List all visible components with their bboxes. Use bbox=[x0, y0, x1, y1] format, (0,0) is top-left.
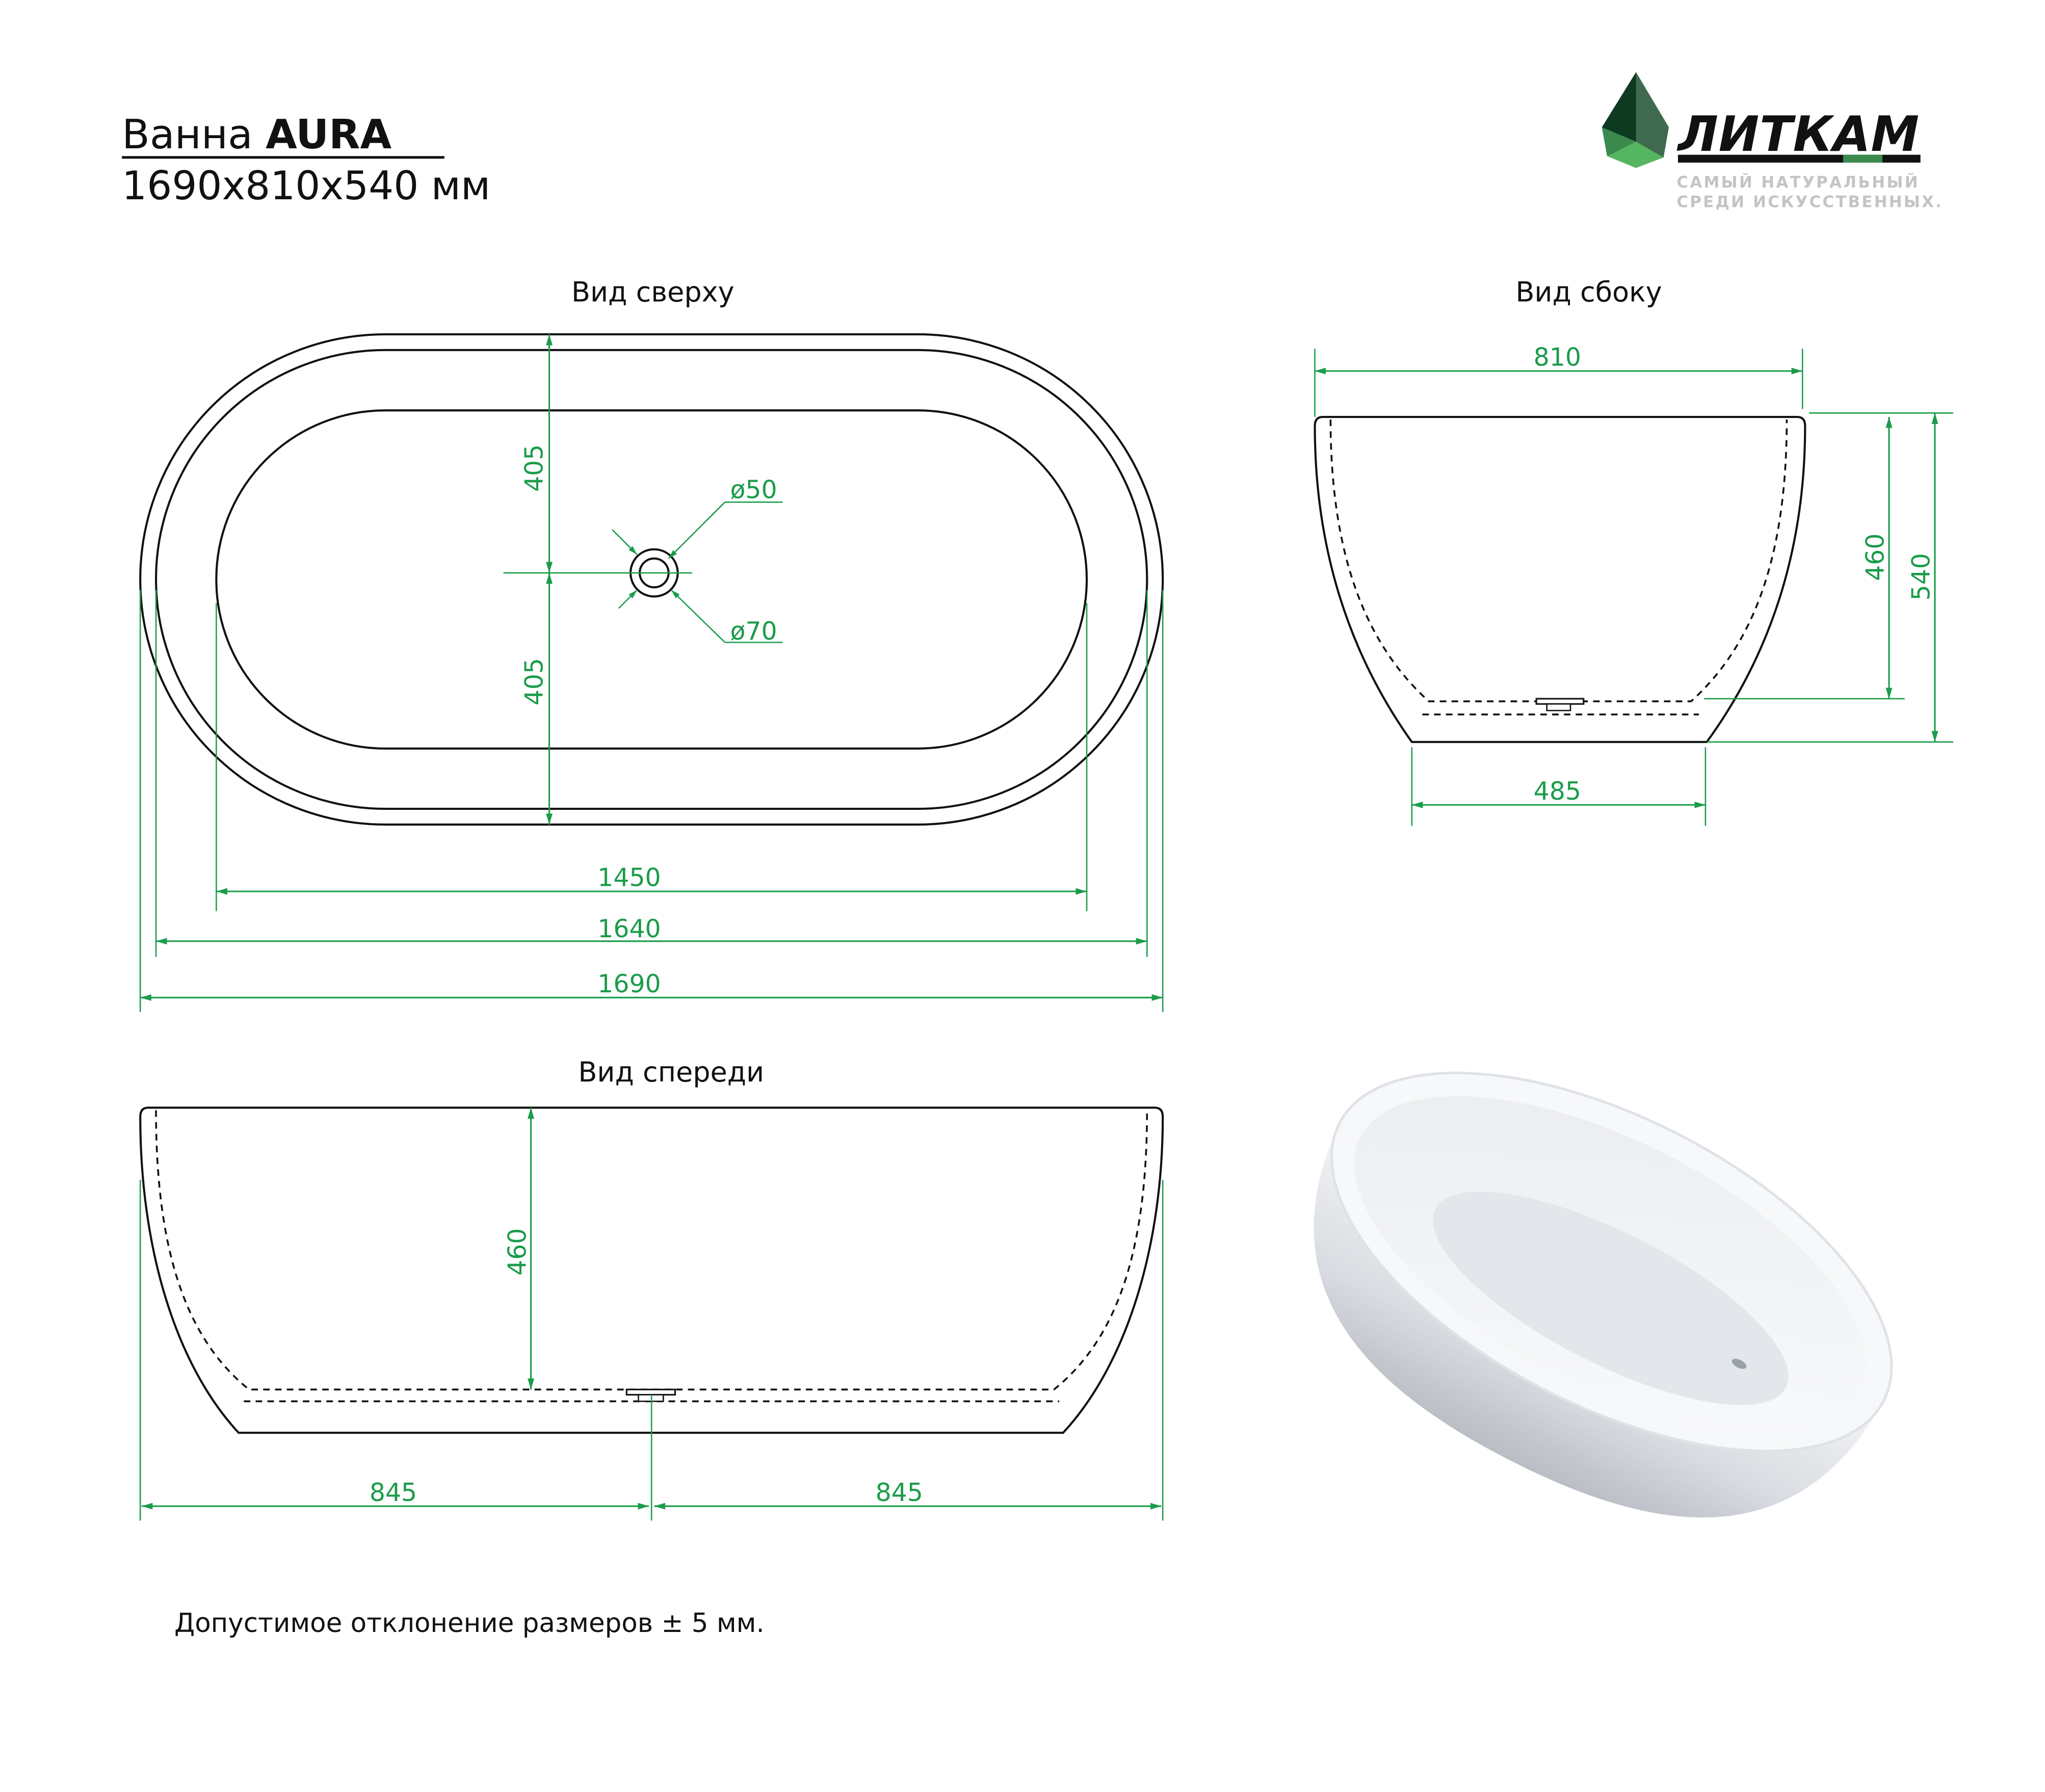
product-title: Ванна AURA bbox=[122, 111, 391, 158]
side-drain bbox=[1535, 698, 1585, 705]
dim-405-lower: 405 bbox=[520, 658, 549, 705]
logo-tagline-1: САМЫЙ НАТУРАЛЬНЫЙ bbox=[1676, 173, 1918, 192]
bathtub-render bbox=[1314, 1071, 1893, 1518]
dim-drain-50: ø50 bbox=[730, 475, 777, 504]
top-view-drawing: 405 405 ø50 ø70 1450 1640 1690 bbox=[139, 333, 1164, 1012]
logo-brand: ЛИТКАМ bbox=[1676, 107, 1919, 163]
dim-side-460: 460 bbox=[1861, 534, 1890, 581]
dim-540: 540 bbox=[1907, 553, 1936, 600]
front-view-drawing: 460 845 845 bbox=[139, 1106, 1164, 1521]
dim-845-left: 845 bbox=[370, 1478, 417, 1507]
dim-drain-70: ø70 bbox=[730, 617, 777, 646]
logo-tagline-2: СРЕДИ ИСКУССТВЕННЫХ. bbox=[1676, 193, 1942, 212]
dim-405-upper: 405 bbox=[520, 444, 549, 492]
title-prefix: Ванна bbox=[122, 111, 266, 158]
product-dimensions: 1690x810x540 мм bbox=[122, 163, 490, 209]
dim-1690: 1690 bbox=[597, 969, 661, 998]
side-view-drawing: 810 460 540 485 bbox=[1314, 343, 1953, 826]
tolerance-note: Допустимое отклонение размеров ± 5 мм. bbox=[174, 1608, 765, 1639]
front-drain bbox=[625, 1388, 676, 1396]
dim-845-right: 845 bbox=[876, 1478, 923, 1507]
side-view-heading: Вид сбоку bbox=[1515, 276, 1662, 308]
top-view-heading: Вид сверху bbox=[571, 276, 735, 308]
render-drain bbox=[1732, 1359, 1747, 1369]
dim-485: 485 bbox=[1534, 777, 1581, 806]
dim-1450: 1450 bbox=[597, 863, 661, 892]
dim-front-460: 460 bbox=[503, 1228, 532, 1276]
dim-1640: 1640 bbox=[597, 914, 661, 943]
litkam-logo: ЛИТКАМ САМЫЙ НАТУРАЛЬНЫЙ СРЕДИ ИСКУССТВЕ… bbox=[1602, 72, 1942, 212]
dim-810: 810 bbox=[1534, 343, 1581, 372]
front-view-heading: Вид спереди bbox=[578, 1056, 764, 1088]
model-name: AURA bbox=[266, 111, 391, 158]
title-block: Ванна AURA 1690x810x540 мм bbox=[122, 111, 490, 209]
